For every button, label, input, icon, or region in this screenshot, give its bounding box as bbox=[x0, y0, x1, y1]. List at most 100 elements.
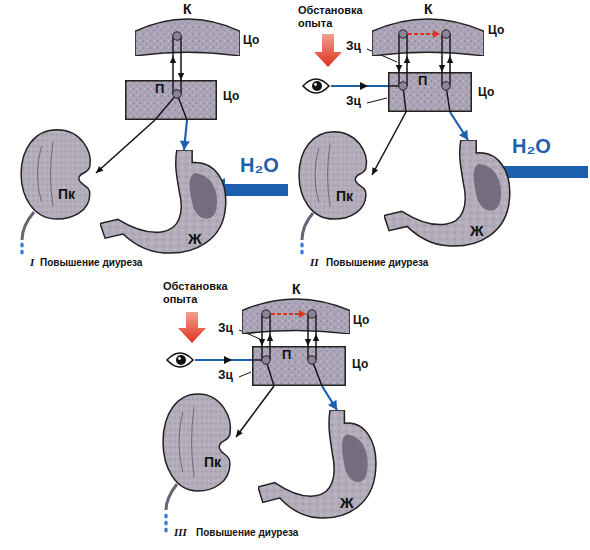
label-text: Цо bbox=[352, 358, 368, 372]
temporary-link bbox=[408, 33, 435, 35]
connector-line bbox=[372, 112, 406, 175]
nerve-pathway bbox=[236, 386, 274, 437]
label-text: Повышение диуреза bbox=[326, 257, 428, 269]
sensory-nerve bbox=[180, 120, 190, 150]
arrowhead bbox=[439, 65, 445, 72]
label-text: П bbox=[418, 74, 427, 89]
label-text: Цо bbox=[223, 90, 239, 104]
pathway-line bbox=[406, 34, 407, 56]
label-text: К bbox=[424, 1, 433, 17]
text-holder: Ж bbox=[188, 230, 202, 247]
arrowhead bbox=[96, 166, 103, 173]
arrowhead bbox=[396, 65, 402, 72]
kidney-outline bbox=[21, 130, 90, 219]
label-text: Ж bbox=[340, 494, 354, 511]
text-holder: Повышение диуреза bbox=[326, 257, 428, 269]
nerve-pathway bbox=[372, 112, 406, 175]
text-holder: П bbox=[282, 348, 291, 363]
subcortex-box bbox=[389, 73, 472, 112]
text-holder: Цо bbox=[223, 90, 239, 104]
text-holder: Зц bbox=[218, 369, 233, 383]
label-text: Цо bbox=[488, 24, 504, 38]
text-holder: Пк bbox=[336, 188, 353, 204]
subcortex-box bbox=[126, 81, 217, 120]
pathway-line bbox=[155, 94, 177, 120]
kidney-detail bbox=[179, 407, 194, 477]
stimulus-arrow bbox=[314, 34, 342, 67]
text-holder: III bbox=[174, 526, 187, 539]
pathway-line bbox=[398, 34, 399, 56]
ureter bbox=[22, 212, 313, 510]
nerve-pathway bbox=[259, 334, 265, 346]
afferent-line bbox=[195, 359, 252, 361]
temporary-link-head bbox=[433, 30, 440, 38]
nerve-pathway bbox=[396, 56, 402, 72]
text-holder: Ж bbox=[470, 222, 484, 239]
stomach-node: Ж bbox=[258, 410, 378, 520]
box-shape bbox=[252, 346, 346, 386]
kidney-detail bbox=[315, 144, 330, 207]
connector-line bbox=[96, 120, 155, 173]
nerve-pathway bbox=[439, 56, 445, 72]
arrowhead bbox=[178, 73, 184, 80]
centre-dot bbox=[173, 90, 181, 98]
arrowhead bbox=[447, 56, 453, 63]
box-node: ПЦо bbox=[125, 80, 217, 120]
text-holder: Пк bbox=[204, 454, 221, 470]
pathway-line bbox=[441, 34, 442, 56]
text-holder: H₂O bbox=[512, 135, 551, 158]
cortex-shape bbox=[242, 298, 350, 334]
label-text: Пк bbox=[204, 454, 221, 470]
text-holder: H₂O bbox=[240, 154, 279, 177]
centre-dot bbox=[173, 32, 181, 40]
nerve-pathway bbox=[313, 334, 319, 346]
text-holder: Зц bbox=[346, 40, 361, 54]
arrowhead bbox=[305, 339, 311, 346]
cortex-node: КЦо bbox=[135, 18, 240, 56]
sensory-nerve bbox=[322, 386, 337, 410]
afferent-line bbox=[331, 85, 388, 87]
cortex-band bbox=[135, 19, 240, 56]
cortex-band bbox=[372, 19, 484, 56]
box-shape bbox=[125, 80, 217, 120]
label-text: П bbox=[155, 82, 164, 97]
arrowhead bbox=[236, 429, 243, 437]
kidney-shape bbox=[160, 392, 236, 492]
nerve-pathway bbox=[267, 334, 273, 346]
text-holder: К bbox=[424, 1, 433, 17]
arrowhead bbox=[170, 56, 176, 63]
text-holder: П bbox=[418, 74, 427, 89]
leader-line bbox=[367, 98, 387, 103]
direction-arrow bbox=[224, 356, 232, 364]
centre-dot bbox=[442, 30, 450, 38]
text-holder: Цо bbox=[488, 24, 504, 38]
nerve-pathway bbox=[178, 56, 184, 80]
label-text: Зц bbox=[218, 322, 233, 336]
kidney-outline bbox=[299, 132, 366, 219]
cortex-node: КЦо bbox=[242, 298, 350, 334]
label-text: Пк bbox=[336, 188, 353, 204]
kidney-detail bbox=[38, 142, 54, 206]
stomach-cavity bbox=[342, 434, 368, 482]
label-text: Цо bbox=[353, 314, 369, 328]
label-text: Повышение диуреза bbox=[40, 257, 142, 269]
box-node: ПЦо bbox=[388, 72, 472, 112]
sensory-nerve bbox=[450, 112, 468, 140]
stomach-outline bbox=[258, 410, 376, 518]
stomach-node: Ж bbox=[100, 150, 228, 255]
label-text: Зц bbox=[346, 40, 361, 54]
temporary-link bbox=[271, 313, 301, 315]
text-holder: II bbox=[310, 256, 319, 269]
arrowhead bbox=[372, 167, 378, 175]
nerve-pathway bbox=[96, 120, 155, 173]
centre-dot bbox=[262, 310, 270, 318]
arrowhead bbox=[328, 400, 337, 410]
text-holder: Пк bbox=[58, 186, 75, 202]
nerve-pathway bbox=[447, 56, 453, 72]
text-holder: Обстановка опыта bbox=[163, 280, 237, 305]
